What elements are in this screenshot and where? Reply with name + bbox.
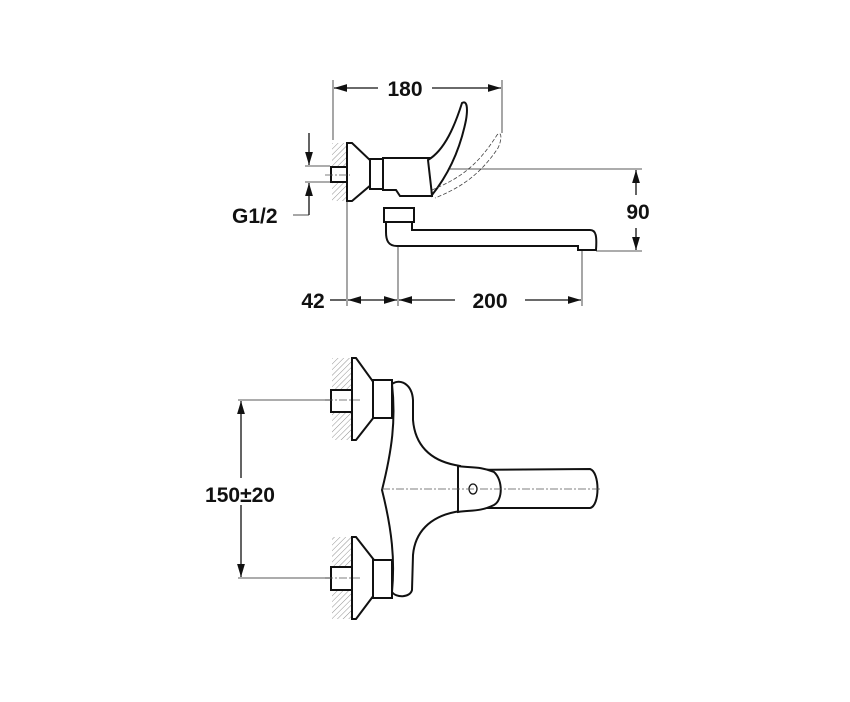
spout [385, 221, 598, 251]
side-view: 180 G1/2 90 42 200 [232, 78, 650, 313]
union-nut [369, 158, 384, 190]
dim-wall-to-spout: 42 [301, 290, 324, 313]
dim-connection-spacing: 150±20 [205, 484, 275, 507]
dim-spout-height: 90 [626, 201, 649, 224]
lever-handle-alt-position [431, 133, 502, 199]
dim-connection-thread: G1/2 [232, 205, 278, 228]
dim-overall-length: 180 [387, 78, 422, 101]
nipple-upper [330, 389, 354, 413]
nut-lower [372, 559, 393, 599]
mixer-body [382, 157, 434, 197]
nipple-lower [330, 566, 354, 591]
nut-upper [372, 379, 393, 419]
lever-base [457, 464, 502, 514]
top-view: 150±20 [205, 357, 600, 620]
escutcheon-upper [351, 357, 375, 441]
lever-handle [426, 101, 468, 198]
escutcheon [346, 142, 373, 202]
dim-spout-reach: 200 [472, 290, 507, 313]
diverter-ring [383, 207, 415, 223]
connection-nipple [330, 166, 349, 183]
